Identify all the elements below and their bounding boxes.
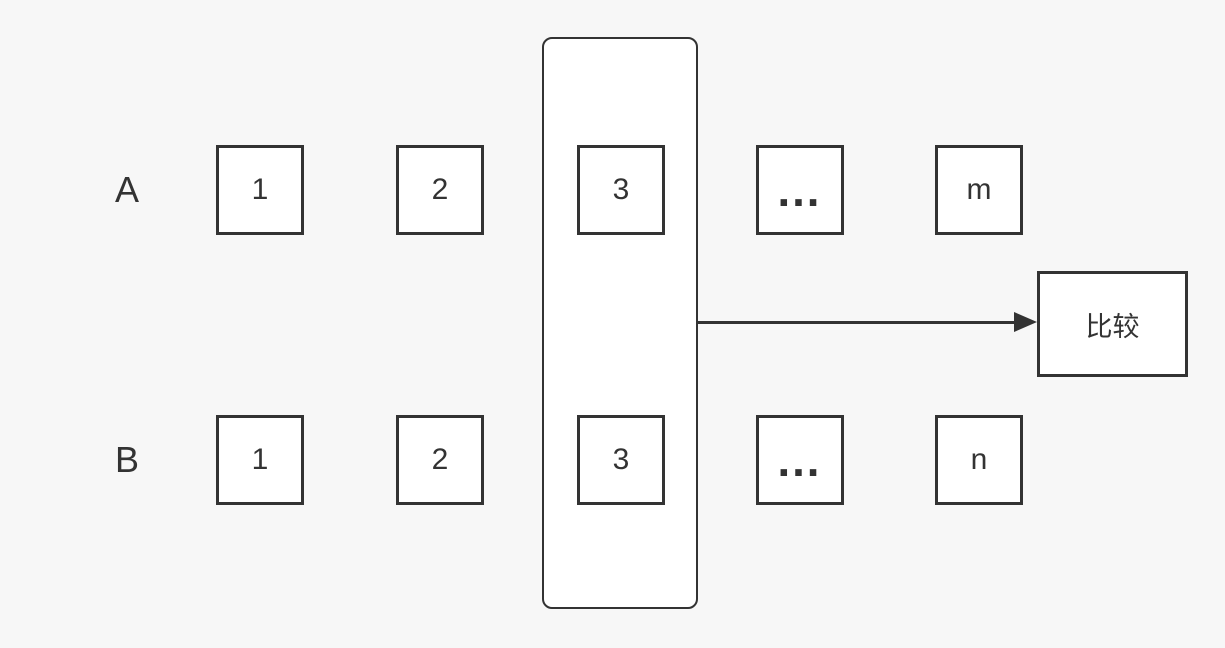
b-cell-1: 1 [216, 415, 304, 505]
a-cell-3: 3 [577, 145, 665, 235]
column-group-outline [542, 37, 698, 609]
compare-arrowhead-icon [1014, 312, 1037, 332]
row-a-label: A [114, 169, 139, 210]
compare-box: 比较 [1037, 271, 1188, 377]
b-cell-n: n [935, 415, 1023, 505]
compare-arrow-line [698, 321, 1020, 324]
a-cell-2: 2 [396, 145, 484, 235]
b-cell-ellipsis: … [756, 415, 844, 505]
b-cell-3: 3 [577, 415, 665, 505]
a-cell-m: m [935, 145, 1023, 235]
row-b-label: B [114, 439, 139, 480]
b-cell-2: 2 [396, 415, 484, 505]
compare-box-label: 比较 [1085, 311, 1140, 342]
a-cell-1: 1 [216, 145, 304, 235]
a-cell-ellipsis: … [756, 145, 844, 235]
